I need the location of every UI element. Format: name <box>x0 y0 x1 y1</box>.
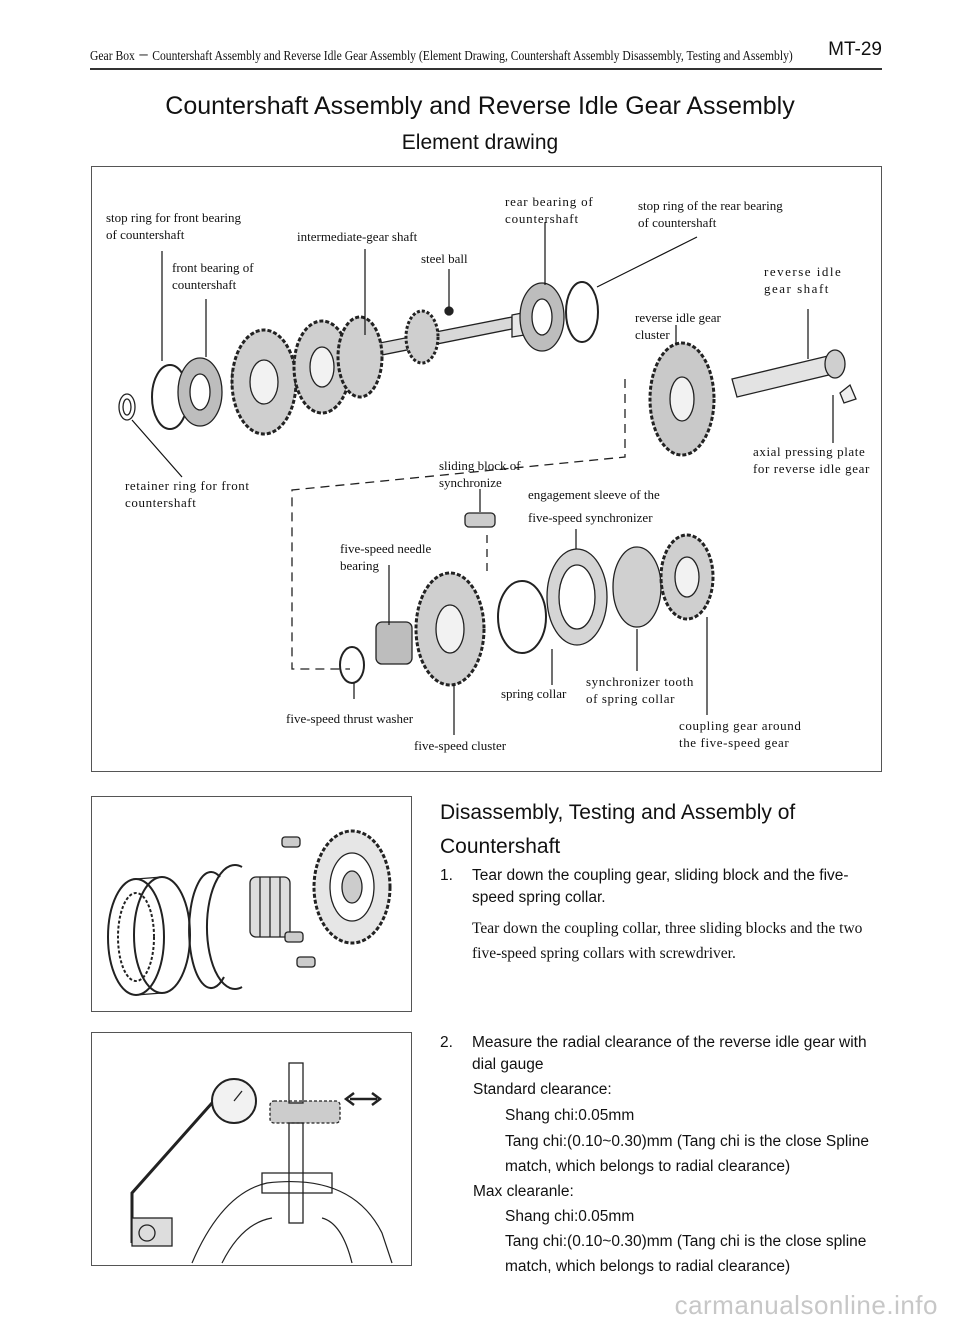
label-engagement-sleeve-line1: engagement sleeve of the <box>528 487 660 502</box>
label-axial-pressing-plate: axial pressing plate for reverse idle ge… <box>753 444 870 476</box>
coupling-collar-drawing <box>107 876 191 996</box>
label-needle-bearing: five-speed needle bearing <box>340 541 432 573</box>
standard-clearance-label: Standard clearance: <box>473 1081 612 1098</box>
page-number: MT-29 <box>828 39 882 60</box>
sliding-block-drawing <box>281 836 301 848</box>
label-engagement-sleeve-line2: five-speed synchronizer <box>528 510 653 525</box>
header-rule <box>90 68 882 70</box>
step-1-text: Tear down the coupling gear, sliding blo… <box>472 867 849 906</box>
max-clearance-label: Max clearanle: <box>473 1183 574 1200</box>
running-title: Gear Box － Countershaft Assembly and Rev… <box>90 48 793 63</box>
label-five-speed-cluster: five-speed cluster <box>414 738 507 753</box>
spring-collar-drawing <box>205 864 243 990</box>
step-2: 2. Measure the radial clearance of the r… <box>440 1032 884 1078</box>
max-tang-chi-line2: match, which belongs to radial clearance… <box>505 1258 791 1275</box>
page-header: Gear Box － Countershaft Assembly and Rev… <box>90 30 882 70</box>
axial-pressing-plate <box>839 383 857 404</box>
label-stop-ring-rear-bearing: stop ring of the rear bearing of counter… <box>638 198 783 230</box>
double-arrow-icon <box>343 1092 383 1106</box>
rear-stop-ring <box>565 281 599 343</box>
thrust-washer <box>339 646 365 684</box>
disassembly-illustration <box>91 796 412 1012</box>
label-intermediate-gear-shaft: intermediate-gear shaft <box>297 229 418 244</box>
magnetic-base <box>131 1217 173 1247</box>
label-steel-ball: steel ball <box>421 251 468 266</box>
standard-tang-chi-line1: Tang chi:(0.10~0.30)mm (Tang chi is the … <box>505 1133 870 1150</box>
label-stop-ring-front-bearing: stop ring for front bearing of countersh… <box>106 210 242 242</box>
assembly-guide-line <box>291 379 626 670</box>
standard-tang-chi-line2: match, which belongs to radial clearance… <box>505 1158 791 1175</box>
step-1-note: Tear down the coupling collar, three sli… <box>472 920 863 962</box>
hands-outline <box>191 1181 393 1264</box>
countershaft-gear-3 <box>336 315 384 399</box>
max-shang-chi: Shang chi:0.05mm <box>505 1208 635 1225</box>
step-2-number: 2. <box>440 1034 453 1051</box>
steel-ball <box>444 306 454 316</box>
spring-collar <box>497 580 547 654</box>
needle-bearing-drawing <box>249 876 291 938</box>
step-1-number: 1. <box>440 867 453 884</box>
standard-shang-chi: Shang chi:0.05mm <box>505 1107 635 1124</box>
label-spring-collar: spring collar <box>501 686 567 701</box>
dial-gauge-illustration <box>91 1032 412 1266</box>
idle-gear-on-shaft-drawing <box>261 1062 341 1224</box>
max-tang-chi-line1: Tang chi:(0.10~0.30)mm (Tang chi is the … <box>505 1233 867 1250</box>
step-2-text: Measure the radial clearance of the reve… <box>472 1034 867 1073</box>
watermark: carmanualsonline.info <box>674 1290 938 1320</box>
label-sliding-block: sliding block of synchronize <box>439 458 521 490</box>
label-thrust-washer: five-speed thrust washer <box>286 711 414 726</box>
label-rear-bearing: rear bearing of countershaft <box>505 194 594 226</box>
label-reverse-idle-gear-cluster: reverse idle gear cluster <box>635 310 721 342</box>
sliding-block <box>464 512 496 528</box>
step-1: 1. Tear down the coupling gear, sliding … <box>440 865 884 911</box>
section-heading: Disassembly, Testing and Assembly of Cou… <box>440 801 796 858</box>
exploded-view-illustration <box>118 222 857 735</box>
leader-lines <box>131 222 834 735</box>
retainer-ring <box>118 393 136 421</box>
reverse-idle-shaft <box>731 354 838 398</box>
needle-bearing <box>375 621 413 665</box>
synchronizer-ring <box>612 546 662 628</box>
label-retainer-ring: retainer ring for front countershaft <box>125 478 250 510</box>
section-subtitle: Element drawing <box>401 131 559 154</box>
five-speed-gear-drawing <box>312 829 392 945</box>
label-front-bearing: front bearing of countershaft <box>172 260 254 292</box>
countershaft-gear-4 <box>404 309 440 365</box>
label-reverse-idle-gear-shaft: reverse idle gear shaft <box>764 264 843 296</box>
label-coupling-gear: coupling gear around the five-speed gear <box>679 718 802 750</box>
label-synchronizer-tooth: synchronizer tooth of spring collar <box>586 674 694 706</box>
page-title: Countershaft Assembly and Reverse Idle G… <box>165 92 795 120</box>
countershaft-gear-1 <box>230 328 298 436</box>
element-drawing: stop ring for front bearing of countersh… <box>91 166 882 772</box>
